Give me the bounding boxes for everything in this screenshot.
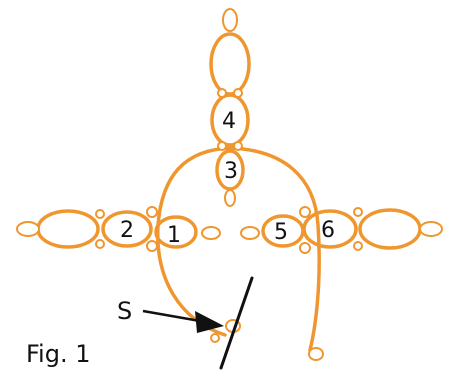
- ring-1: [154, 215, 198, 249]
- ring-2: [101, 210, 153, 248]
- picot: [299, 206, 311, 218]
- ring-label-3: 3: [224, 159, 238, 184]
- ring-label-5: 5: [274, 220, 288, 245]
- start-label: S: [117, 297, 132, 325]
- picot: [146, 206, 158, 218]
- ring-label-1: 1: [167, 223, 181, 248]
- picot: [353, 241, 363, 251]
- picot: [233, 88, 243, 98]
- picot: [146, 240, 158, 252]
- figure-caption: Fig. 1: [26, 340, 91, 368]
- picots: [16, 8, 443, 361]
- picot: [224, 189, 236, 207]
- picot: [419, 221, 443, 237]
- picot: [217, 141, 227, 151]
- ring-4: [210, 93, 250, 147]
- picot: [210, 333, 220, 343]
- picot: [217, 88, 227, 98]
- picot: [353, 207, 363, 217]
- line-icon: [219, 276, 254, 370]
- thread-right-arch: [228, 146, 321, 352]
- ring-outer-left: [36, 209, 100, 249]
- picot: [299, 242, 311, 254]
- picot: [222, 8, 238, 32]
- ring-label-4: 4: [222, 109, 236, 134]
- ring-outer-right: [358, 208, 422, 250]
- picot-end: [308, 347, 324, 361]
- picot: [201, 226, 221, 240]
- thread-paths: [36, 32, 422, 352]
- ring-label-6: 6: [321, 218, 335, 243]
- picot: [233, 141, 243, 151]
- ring-top: [209, 32, 251, 96]
- picot: [95, 209, 105, 219]
- ring-6: [302, 209, 358, 249]
- arrow-icon: [142, 309, 224, 333]
- picot: [16, 221, 40, 237]
- ring-label-2: 2: [120, 218, 134, 243]
- picot: [95, 239, 105, 249]
- picot: [240, 226, 260, 240]
